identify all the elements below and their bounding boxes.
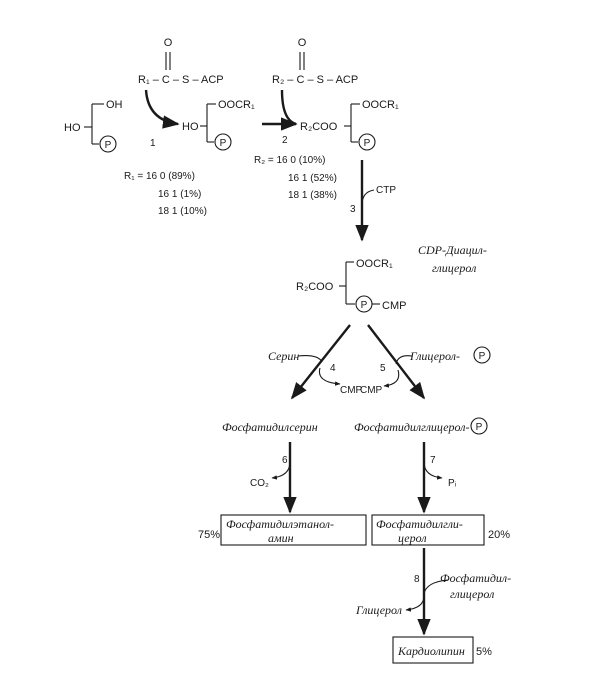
cmp-left-label: CMP bbox=[340, 385, 363, 396]
phosphate-circle bbox=[473, 346, 491, 364]
step-4-number: 4 bbox=[330, 363, 336, 374]
phosphate-p: P bbox=[105, 140, 112, 151]
step-7-number: 7 bbox=[430, 455, 436, 466]
lyso-oocr: OOCR₁ bbox=[218, 99, 255, 111]
r2-composition: R₂ = 16 0 (10%) 16 1 (52%) 18 1 (38%) bbox=[254, 155, 337, 201]
cdp-r2coo: R₂COO bbox=[296, 281, 334, 293]
step-3-number: 3 bbox=[350, 204, 356, 215]
phosphate-circle bbox=[358, 133, 376, 151]
pg-in-curve bbox=[423, 579, 449, 595]
cmp-out-curve-right bbox=[383, 369, 400, 388]
pe-box bbox=[220, 514, 367, 546]
pi-label: Pᵢ bbox=[448, 478, 457, 489]
pa-oocr: OOCR₁ bbox=[362, 99, 399, 111]
pg-percent: 20% bbox=[488, 529, 510, 541]
r2-line-3: 18 1 (38%) bbox=[288, 190, 337, 201]
pg-line-1: Фосфатидилгли- bbox=[376, 517, 463, 531]
serine-label: Серин bbox=[268, 349, 299, 363]
acyl-acp-1: O R₁ – C – S – ACP bbox=[138, 37, 224, 86]
step-2-number: 2 bbox=[282, 135, 288, 146]
serine-in-curve bbox=[297, 355, 323, 363]
r2-line-2: 16 1 (52%) bbox=[288, 173, 337, 184]
pg-input-line-1: Фосфатидил- bbox=[440, 571, 511, 585]
glycerol-out-curve bbox=[405, 595, 425, 612]
step-5-number: 5 bbox=[380, 363, 386, 374]
pe-line-1: Фосфатидилэтанол- bbox=[226, 517, 334, 531]
cdp-diacylglycerol: OOCR₁ R₂COO P CMP bbox=[296, 258, 406, 313]
acyl2-formula: R₂ – C – S – ACP bbox=[272, 74, 358, 86]
phosphatidic-acid: R₂COO OOCR₁ P bbox=[300, 99, 399, 151]
glycerol-p-phosphate: P bbox=[479, 351, 486, 362]
phosphate-circle bbox=[214, 133, 232, 151]
phosphate-circle bbox=[99, 135, 117, 153]
pgp-label: Фосфатидилглицерол- bbox=[354, 420, 469, 434]
pg-input-line-2: глицерол bbox=[450, 587, 494, 601]
phosphatidylserine-label: Фосфатидилсерин bbox=[222, 420, 318, 434]
r1-line-3: 18 1 (10%) bbox=[158, 206, 207, 217]
r1-composition: R₁ = 16 0 (89%) 16 1 (1%) 18 1 (10%) bbox=[124, 171, 207, 217]
pa-r2coo: R₂COO bbox=[300, 121, 338, 133]
acyl-acp-2: O R₂ – C – S – ACP bbox=[272, 37, 358, 86]
acyl1-o: O bbox=[164, 37, 173, 49]
cdp-oocr: OOCR₁ bbox=[356, 258, 393, 270]
glycerol-p-in-curve bbox=[395, 355, 413, 365]
co2-label: CO₂ bbox=[250, 478, 269, 489]
step-3-curve bbox=[361, 189, 375, 206]
cdp-p: P bbox=[361, 300, 368, 311]
ctp-label: CTP bbox=[376, 185, 396, 196]
glycerol-p-label: Глицерол- bbox=[409, 349, 460, 363]
cardiolipin-label: Кардиолипин bbox=[397, 644, 465, 658]
pa-p: P bbox=[364, 138, 371, 149]
substrate-oh: OH bbox=[106, 99, 123, 111]
phosphate-circle bbox=[470, 417, 488, 435]
cmp-out-curve-left bbox=[318, 367, 341, 386]
cmp-right-label: CMP bbox=[360, 385, 383, 396]
r1-line-2: 16 1 (1%) bbox=[158, 189, 201, 200]
cdp-cmp: CMP bbox=[382, 300, 406, 312]
lysophosphatidic-acid: HO OOCR₁ P bbox=[182, 99, 255, 151]
cdp-label-line-1: CDP-Диацил- bbox=[418, 243, 487, 257]
pg-line-2: церол bbox=[398, 531, 427, 545]
pgp-phosphate: P bbox=[476, 422, 483, 433]
step-6-number: 6 bbox=[282, 455, 288, 466]
r2-line-1: R₂ = 16 0 (10%) bbox=[254, 155, 325, 166]
cdp-label-line-2: глицерол bbox=[432, 261, 476, 275]
step-2-curve bbox=[280, 89, 297, 126]
pi-out-curve bbox=[423, 461, 443, 480]
step-8-number: 8 bbox=[414, 574, 420, 585]
step-1-number: 1 bbox=[150, 138, 156, 149]
acyl2-o: O bbox=[298, 37, 307, 49]
step-5-arrow bbox=[367, 324, 426, 400]
cdp-diacylglycerol-label: CDP-Диацил- глицерол bbox=[418, 243, 487, 275]
glycerol-3-phosphate: HO OH P bbox=[64, 99, 123, 153]
step-1-arrow bbox=[144, 89, 180, 129]
cardiolipin-percent: 5% bbox=[476, 646, 492, 658]
pg-box bbox=[371, 514, 485, 546]
co2-out-curve bbox=[271, 461, 291, 480]
lyso-p: P bbox=[220, 138, 227, 149]
r1-line-1: R₁ = 16 0 (89%) bbox=[124, 171, 195, 182]
step-4-arrow bbox=[290, 324, 351, 400]
lyso-ho: HO bbox=[182, 121, 199, 133]
pe-percent: 75% bbox=[198, 529, 220, 541]
substrate-ho: HO bbox=[64, 122, 81, 134]
glycerol-output-label: Глицерол bbox=[355, 603, 402, 617]
acyl1-formula: R₁ – C – S – ACP bbox=[138, 74, 224, 86]
pe-line-2: амин bbox=[268, 531, 294, 545]
cardiolipin-box bbox=[392, 636, 474, 664]
